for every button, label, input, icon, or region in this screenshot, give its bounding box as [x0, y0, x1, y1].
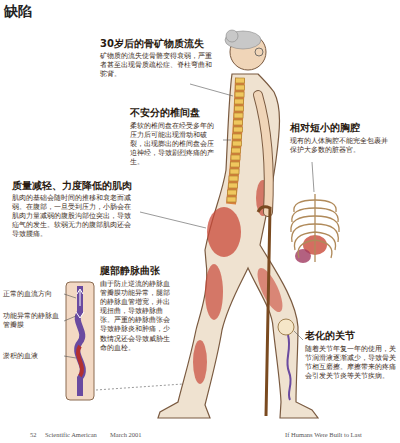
callout-body: 随着关节年复一年的使用，关节润滑液逐渐减少，导致骨关节相互磨擦。摩擦带来的疼痛会… — [305, 345, 397, 381]
knee-joint — [278, 319, 294, 335]
callout-body: 现有的人体胸腔不能完全包裹并保护大多数的脏器官。 — [290, 137, 394, 155]
title: 缺陷 — [4, 3, 32, 21]
footer-text: March 2001 — [110, 432, 142, 439]
callout-heading: 老化的关节 — [305, 330, 397, 342]
vein-inset — [66, 282, 94, 400]
callout-body: 矿物质的流失使骨骼变得衰弱，严重者甚至出现骨质疏松症、脊柱弯曲和驼背。 — [100, 52, 215, 79]
hair — [225, 31, 261, 49]
cane — [258, 207, 270, 416]
inset-label: 淤积的血液 — [3, 352, 63, 361]
callout-body: 由于防止逆流的静脉血管瓣膜功能异常，腿部的静脉血管增宽，并出现扭曲，导致静脉曲张… — [100, 280, 172, 353]
callout-heading: 质量减轻、力度降低的肌肉 — [12, 180, 140, 192]
callout-body: 肌肉的基础会随时间的推移和衰老而减弱。在腹部，一旦受到压力，小肠会在肌肉力量减弱… — [12, 194, 134, 239]
footer-text: If Humans Were Built to Last — [285, 432, 362, 439]
hair-bun — [226, 30, 238, 42]
callout-heading: 30岁后的骨矿物质流失 — [100, 38, 218, 50]
flow-arrow — [77, 289, 83, 306]
vein — [77, 286, 83, 396]
leader-line — [64, 84, 314, 390]
vein — [287, 335, 290, 400]
inset-label: 功能异常的静脉血管瓣膜 — [3, 312, 63, 330]
inset-label: 正常的血流方向 — [3, 290, 63, 299]
page-number: 52 — [30, 432, 37, 439]
callout-heading: 不安分的椎间盘 — [130, 107, 220, 119]
blood — [78, 346, 82, 376]
muscle — [207, 207, 241, 257]
callout-body: 柔软的椎间盘在经受多年的压力后可能出现滑动和破裂，出现膨出的椎间盘会压迫神经，导… — [130, 122, 220, 167]
glasses — [255, 48, 263, 56]
footer-text: Scientific American — [45, 432, 97, 439]
arm — [258, 95, 269, 212]
muscle — [193, 340, 207, 384]
muscle — [205, 264, 223, 320]
callout-heading: 腿部静脉曲张 — [100, 265, 180, 277]
valve — [76, 312, 84, 318]
callout-heading: 相对短小的胸腔 — [290, 122, 396, 134]
arm — [258, 95, 269, 212]
ribcage — [291, 194, 339, 263]
